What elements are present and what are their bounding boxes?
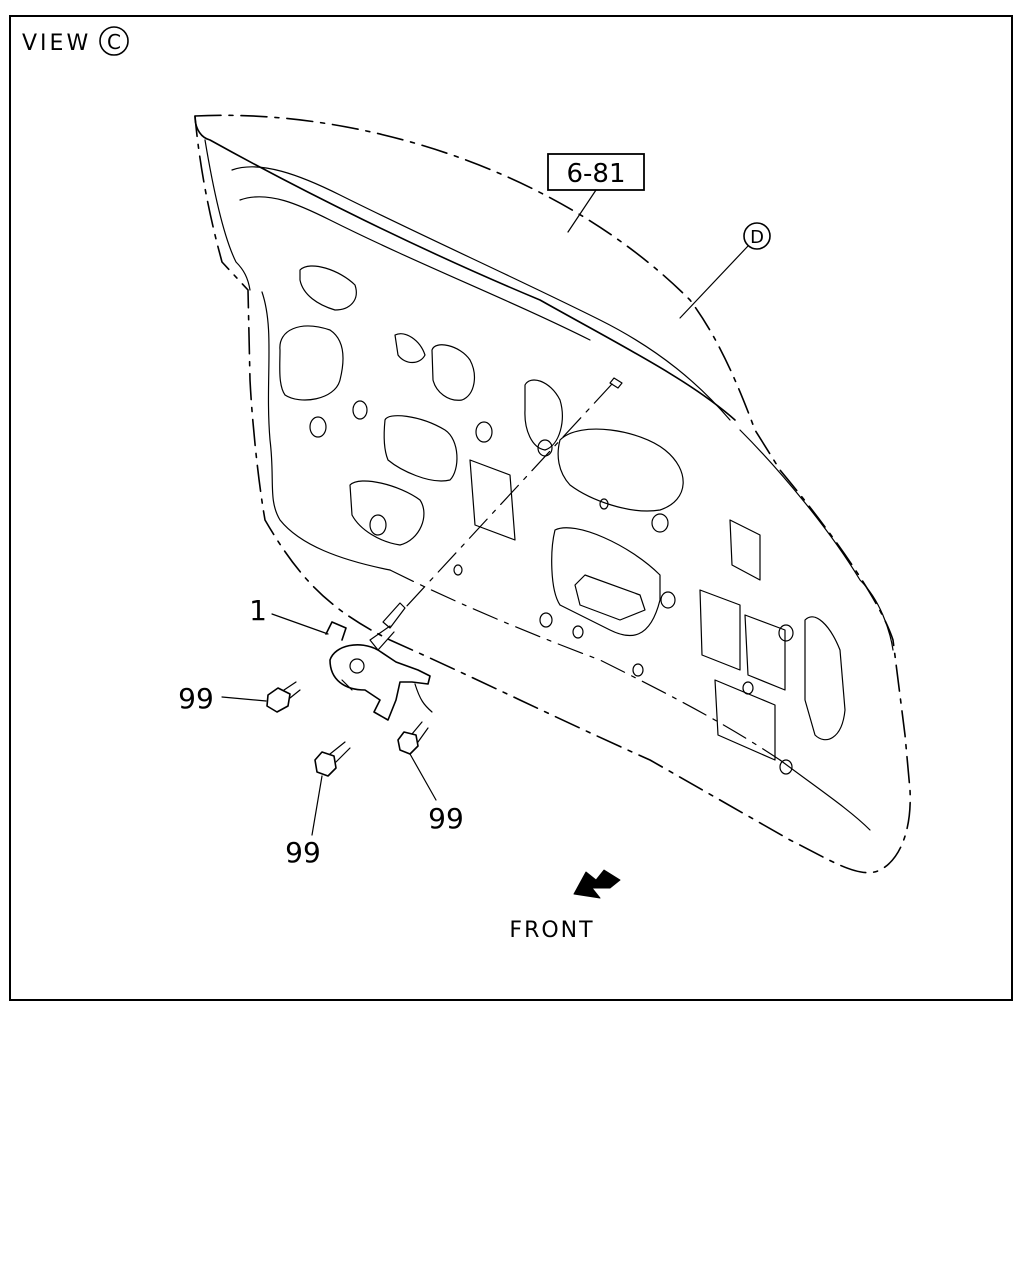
tailgate-panel: [194, 114, 911, 874]
ref-box-label: 6-81: [566, 159, 625, 189]
bolt-a-label: 99: [178, 682, 214, 715]
circle-d: [743, 222, 771, 250]
bolt-c-icon: [397, 721, 429, 755]
view-circle-letter: C: [107, 30, 121, 54]
front-label: FRONT: [509, 918, 594, 943]
bolt-a-icon: [266, 681, 301, 713]
part-1-label: 1: [249, 594, 267, 627]
circle-d-letter: D: [750, 227, 764, 248]
view-label: VIEW: [22, 31, 91, 56]
diagram-frame: [9, 15, 1013, 1001]
bolt-b-label: 99: [285, 836, 321, 869]
bolt-b-icon: [314, 741, 351, 777]
bolt-c-label: 99: [428, 802, 464, 835]
latch-assembly: [325, 621, 433, 721]
release-cable: [369, 383, 613, 651]
front-arrow-icon: [573, 869, 621, 899]
view-circle: [99, 26, 129, 56]
panel-holes: [309, 400, 794, 775]
